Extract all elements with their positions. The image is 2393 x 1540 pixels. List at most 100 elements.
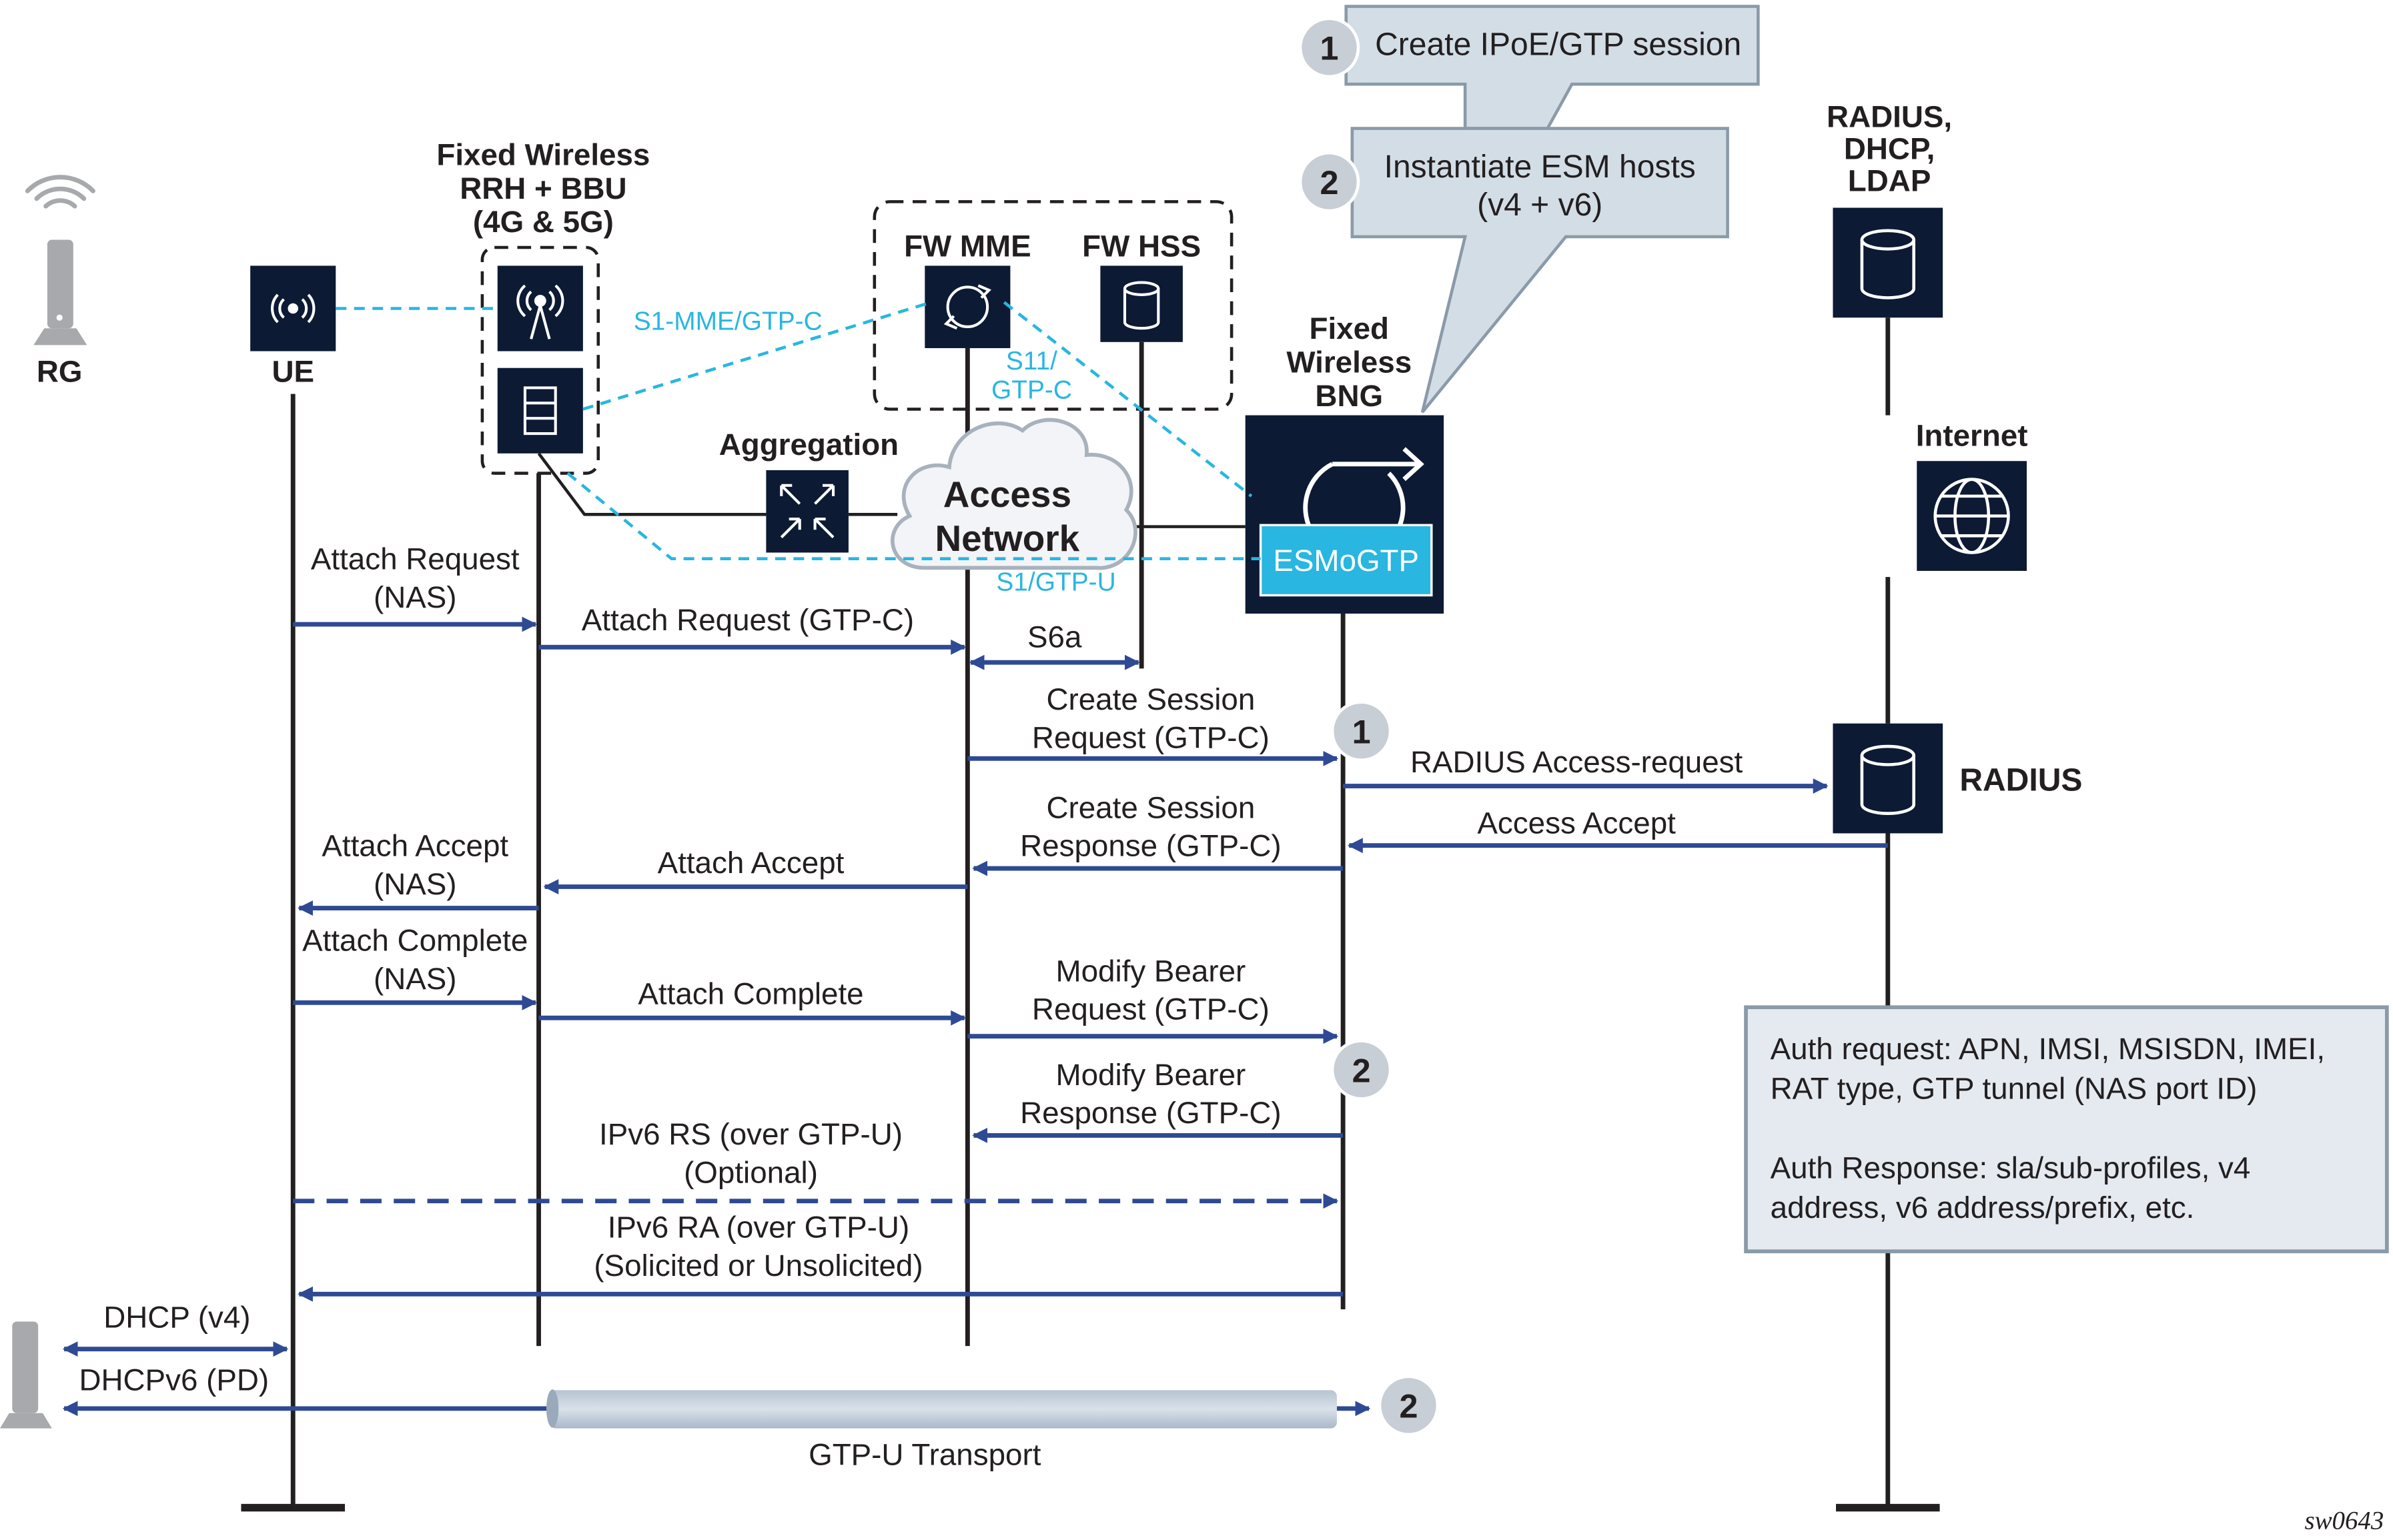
aggregation-box bbox=[766, 470, 849, 553]
transport-links bbox=[537, 452, 1246, 528]
internet-label: Internet bbox=[1916, 418, 2028, 452]
callout-2-text-line1: Instantiate ESM hosts bbox=[1384, 149, 1696, 185]
figure-id: sw0643 bbox=[2304, 1507, 2384, 1535]
access-network-label-1: Access bbox=[943, 474, 1071, 515]
cloud-icon bbox=[891, 418, 1137, 570]
fw-ran-label-1: Fixed Wireless bbox=[436, 137, 650, 171]
gtpu-tube-body bbox=[549, 1390, 1337, 1429]
internet-node: Internet bbox=[1916, 418, 2028, 571]
radius-node: RADIUS bbox=[1833, 723, 2082, 834]
label-attach-accept: Attach Accept bbox=[658, 846, 845, 880]
label-attach-complete: Attach Complete bbox=[638, 977, 863, 1011]
gtpu-transport-tube: GTP-U Transport bbox=[546, 1389, 1371, 1472]
step-1-circle bbox=[1298, 17, 1360, 79]
step-marker-create-session: 1 bbox=[1330, 700, 1392, 762]
s1-mme-label: S1-MME/GTP-C bbox=[634, 307, 823, 336]
bng-label-3: BNG bbox=[1315, 379, 1383, 413]
label-s6a: S6a bbox=[1027, 620, 1082, 654]
label-ipv6-rs-2: (Optional) bbox=[684, 1155, 818, 1189]
label-attach-request-gtpc: Attach Request (GTP-C) bbox=[582, 603, 914, 637]
aggregation-label: Aggregation bbox=[719, 428, 899, 462]
radius-top-node: RADIUS, DHCP, LDAP bbox=[1827, 99, 1952, 318]
esmogtp-box bbox=[1259, 524, 1433, 597]
wifi-router-icon bbox=[25, 175, 95, 209]
label-access-accept: Access Accept bbox=[1477, 806, 1676, 840]
label-attach-accept-nas-1: Attach Accept bbox=[322, 829, 508, 863]
callout-2-text-line2: (v4 + v6) bbox=[1477, 187, 1602, 223]
auth-note-line-2: RAT type, GTP tunnel (NAS port ID) bbox=[1771, 1071, 2258, 1105]
label-create-session-request-1: Create Session bbox=[1046, 682, 1255, 716]
access-network-node: Access Network bbox=[891, 418, 1137, 570]
bbu-box bbox=[497, 367, 583, 454]
fw-ran-label-3: (4G & 5G) bbox=[473, 205, 614, 239]
fw-mme-label: FW MME bbox=[904, 229, 1031, 263]
esmogtp-label: ESMoGTP bbox=[1273, 544, 1419, 578]
label-attach-complete-nas-2: (NAS) bbox=[374, 962, 457, 996]
step-marker-gtpu-number: 2 bbox=[1399, 1387, 1418, 1425]
database-icon bbox=[1123, 281, 1160, 330]
radius-top-box bbox=[1833, 207, 1943, 318]
step-marker-2-number: 2 bbox=[1352, 1051, 1371, 1089]
callout-2: 2 Instantiate ESM hosts (v4 + v6) bbox=[1298, 127, 1729, 414]
label-attach-accept-nas-2: (NAS) bbox=[374, 867, 457, 901]
label-attach-complete-nas-1: Attach Complete bbox=[302, 924, 528, 958]
label-ipv6-rs-1: IPv6 RS (over GTP-U) bbox=[599, 1117, 903, 1151]
auth-note-line-4: Auth Response: sla/sub-profiles, v4 bbox=[1771, 1150, 2251, 1185]
label-modify-bearer-request-1: Modify Bearer bbox=[1055, 954, 1246, 988]
label-attach-request-nas-2: (NAS) bbox=[374, 580, 457, 614]
rg-node: RG bbox=[25, 175, 95, 388]
s11-label-2: GTP-C bbox=[991, 375, 1072, 404]
label-create-session-request-2: Request (GTP-C) bbox=[1032, 720, 1270, 754]
fw-hss-label: FW HSS bbox=[1082, 229, 1201, 263]
s1-u-label: S1/GTP-U bbox=[996, 568, 1115, 597]
radius-box bbox=[1833, 723, 1943, 834]
label-modify-bearer-response-1: Modify Bearer bbox=[1055, 1058, 1246, 1092]
rg-body bbox=[47, 239, 73, 329]
mme-box bbox=[925, 265, 1011, 348]
message-labels: Attach Request (NAS) Attach Request (GTP… bbox=[79, 542, 1743, 1397]
aggregation-arrows-icon bbox=[780, 484, 835, 539]
radius-top-label-2: DHCP, bbox=[1844, 131, 1935, 165]
database-icon bbox=[1860, 229, 1915, 299]
radius-label: RADIUS bbox=[1959, 762, 2082, 798]
label-ipv6-ra-2: (Solicited or Unsolicited) bbox=[594, 1249, 923, 1283]
callout-1-text: Create IPoE/GTP session bbox=[1375, 27, 1741, 63]
auth-note-box bbox=[1744, 1005, 2389, 1254]
label-dhcp-v4: DHCP (v4) bbox=[103, 1301, 250, 1335]
label-ipv6-ra-1: IPv6 RA (over GTP-U) bbox=[608, 1211, 910, 1245]
step-marker-1-number: 1 bbox=[1352, 712, 1371, 750]
label-radius-access-request: RADIUS Access-request bbox=[1410, 745, 1743, 779]
antenna-tower-icon bbox=[516, 284, 564, 339]
fw-ran-label-2: RRH + BBU bbox=[460, 171, 626, 205]
step-2-circle bbox=[1298, 151, 1360, 213]
callout-1: 1 Create IPoE/GTP session bbox=[1298, 5, 1760, 130]
aggregation-node: Aggregation bbox=[719, 428, 899, 553]
step-2-number: 2 bbox=[1320, 163, 1339, 201]
step-marker-gtpu: 2 bbox=[1378, 1375, 1440, 1437]
label-dhcpv6-pd: DHCPv6 (PD) bbox=[79, 1363, 269, 1397]
message-arrows bbox=[62, 616, 1888, 1417]
bng-label-1: Fixed bbox=[1310, 311, 1390, 345]
gtpu-transport-label: GTP-U Transport bbox=[809, 1438, 1041, 1472]
s11-label-1: S11/ bbox=[1006, 347, 1057, 375]
interface-lines bbox=[336, 301, 1261, 560]
server-stack-icon bbox=[523, 386, 557, 436]
label-attach-request-nas-1: Attach Request bbox=[311, 542, 520, 576]
auth-note-line-1: Auth request: APN, IMSI, MSISDN, IMEI, bbox=[1771, 1032, 2325, 1066]
access-network-label-2: Network bbox=[935, 518, 1080, 559]
auth-note: Auth request: APN, IMSI, MSISDN, IMEI, R… bbox=[1744, 1005, 2389, 1254]
core-group: FW MME FW HSS bbox=[873, 200, 1234, 411]
bng-label-2: Wireless bbox=[1286, 345, 1412, 379]
rg-small-icon bbox=[0, 1321, 52, 1429]
bng-node: Fixed Wireless BNG ESMoGTP bbox=[1245, 311, 1444, 614]
radius-top-label-3: LDAP bbox=[1848, 163, 1931, 197]
fw-ran-group bbox=[480, 245, 600, 475]
ue-node: UE bbox=[250, 265, 336, 388]
core-group-border bbox=[873, 200, 1234, 411]
database-icon bbox=[1860, 744, 1915, 815]
label-create-session-response-2: Response (GTP-C) bbox=[1020, 829, 1282, 863]
circular-arrows-icon bbox=[943, 284, 991, 330]
label-modify-bearer-response-2: Response (GTP-C) bbox=[1020, 1096, 1282, 1130]
step-1-number: 1 bbox=[1320, 29, 1339, 67]
